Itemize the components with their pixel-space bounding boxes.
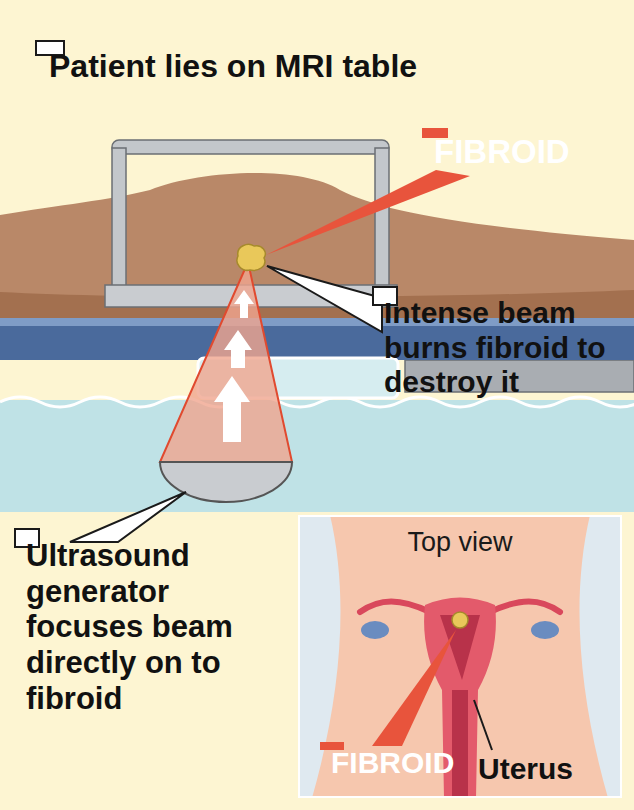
callout-box: Intense beam burns fibroid to destroy it — [372, 286, 398, 306]
frame-bar — [112, 140, 389, 154]
beam-arrow — [234, 290, 254, 318]
label-tag: FIBROID — [320, 742, 344, 750]
leader-pointer — [70, 492, 186, 542]
leader-pointer — [266, 170, 470, 255]
part-label: Uterus — [478, 752, 573, 787]
panel-heading: Top view — [300, 527, 620, 558]
frame-post — [112, 148, 126, 293]
ovary — [531, 621, 559, 639]
inset-ground — [298, 515, 622, 798]
frame-post — [375, 148, 389, 293]
callout-box: Ultrasound generator focuses beam direct… — [14, 528, 40, 548]
leader-pointer — [372, 630, 456, 746]
leader-line — [474, 700, 492, 750]
label-tag: FIBROID — [422, 128, 448, 138]
caption-box: Patient lies on MRI table — [35, 40, 65, 56]
box-text: Patient lies on MRI table — [49, 48, 417, 85]
torso — [312, 515, 608, 798]
leader-pointer — [267, 266, 382, 332]
box-text: Ultrasound generator focuses beam direct… — [26, 538, 238, 716]
beam-arrow — [214, 376, 250, 442]
box-text: FIBROID — [331, 746, 454, 781]
beam-arrow — [224, 330, 252, 368]
fibroid — [237, 244, 265, 270]
water — [0, 400, 634, 512]
ultrasound-beam — [160, 262, 292, 462]
box-text: FIBROID — [434, 133, 570, 171]
fibroid — [452, 612, 468, 628]
ovary — [361, 621, 389, 639]
box-text: Intense beam burns fibroid to destroy it — [384, 296, 616, 400]
inset-panel: Top viewFIBROID — [298, 515, 622, 798]
